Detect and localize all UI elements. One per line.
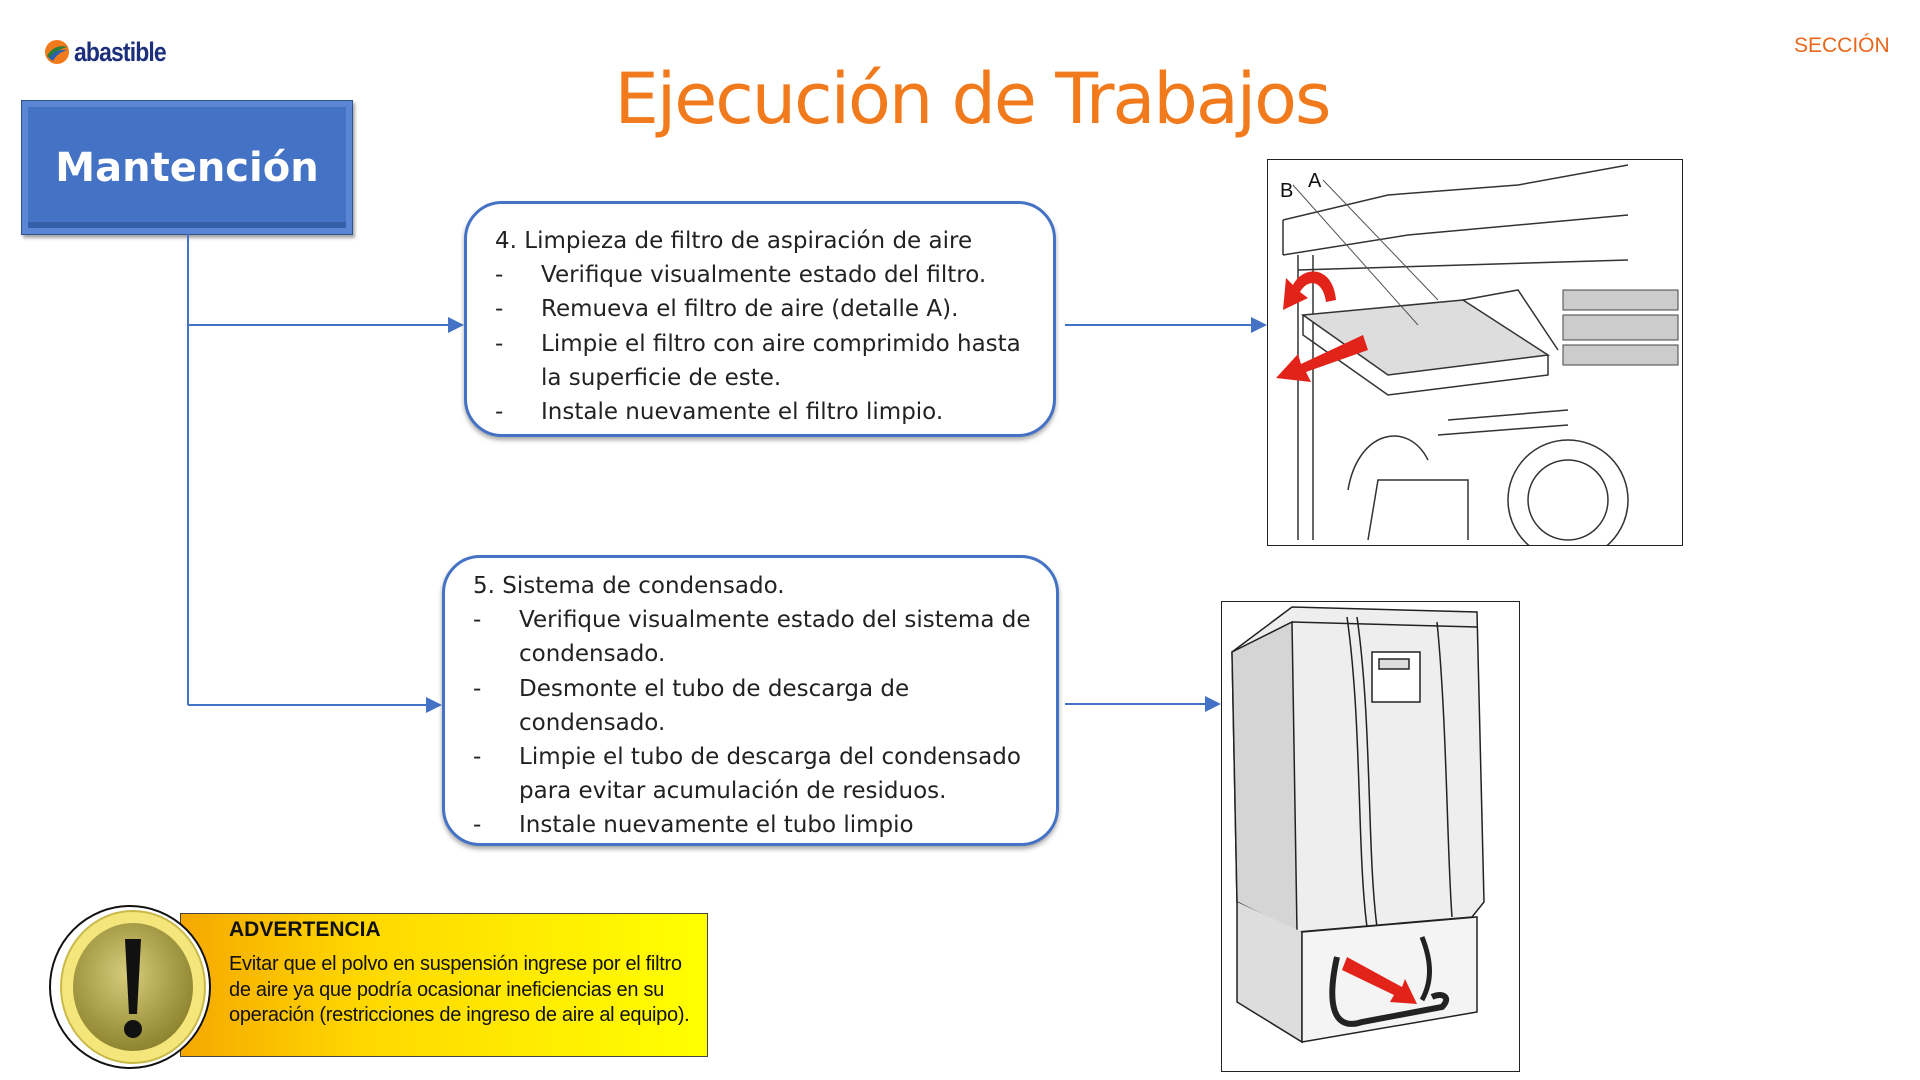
warning-text: Evitar que el polvo en suspensión ingres… — [229, 953, 690, 1026]
step-heading: 4. Limpieza de filtro de aspiración de a… — [495, 228, 973, 254]
warning-box: ADVERTENCIA Evitar que el polvo en suspe… — [180, 913, 708, 1057]
step-4-box: 4. Limpieza de filtro de aspiración de a… — [464, 201, 1056, 437]
list-item: -Remueva el filtro de aire (detalle A). — [495, 296, 959, 323]
list-item: -Limpie el tubo de descarga del condensa… — [473, 744, 1021, 805]
warning-title: ADVERTENCIA — [229, 918, 381, 941]
logo-flame-icon — [45, 40, 69, 64]
logo-text: abastible — [74, 36, 167, 67]
section-label: SECCIÓN — [1794, 34, 1890, 57]
list-item: -Verifique visualmente estado del filtro… — [495, 262, 987, 289]
pull-arrow-icon — [1276, 335, 1368, 382]
label-b: B — [1280, 180, 1293, 202]
category-box: Mantención — [21, 100, 353, 235]
list-item: -Instale nuevamente el tubo limpio — [473, 812, 914, 839]
exclamation-warning-icon — [49, 905, 211, 1069]
label-a: A — [1308, 170, 1322, 192]
rotate-arrow-icon — [1283, 271, 1336, 310]
list-item: -Verifique visualmente estado del sistem… — [473, 607, 1031, 668]
step-heading: 5. Sistema de condensado. — [473, 573, 785, 599]
air-filter-diagram: B A — [1267, 159, 1683, 561]
step-5-box: 5. Sistema de condensado. -Verifique vis… — [442, 555, 1059, 846]
page-title: Ejecución de Trabajos — [614, 58, 1332, 140]
abastible-logo: abastible — [44, 36, 182, 68]
list-item: -Limpie el filtro con aire comprimido ha… — [495, 330, 1021, 391]
condensate-system-diagram — [1221, 601, 1520, 1072]
drain-arrow-icon — [1342, 957, 1417, 1004]
list-item: -Instale nuevamente el filtro limpio. — [495, 399, 944, 426]
list-item: -Desmonte el tubo de descarga de condens… — [473, 675, 910, 736]
